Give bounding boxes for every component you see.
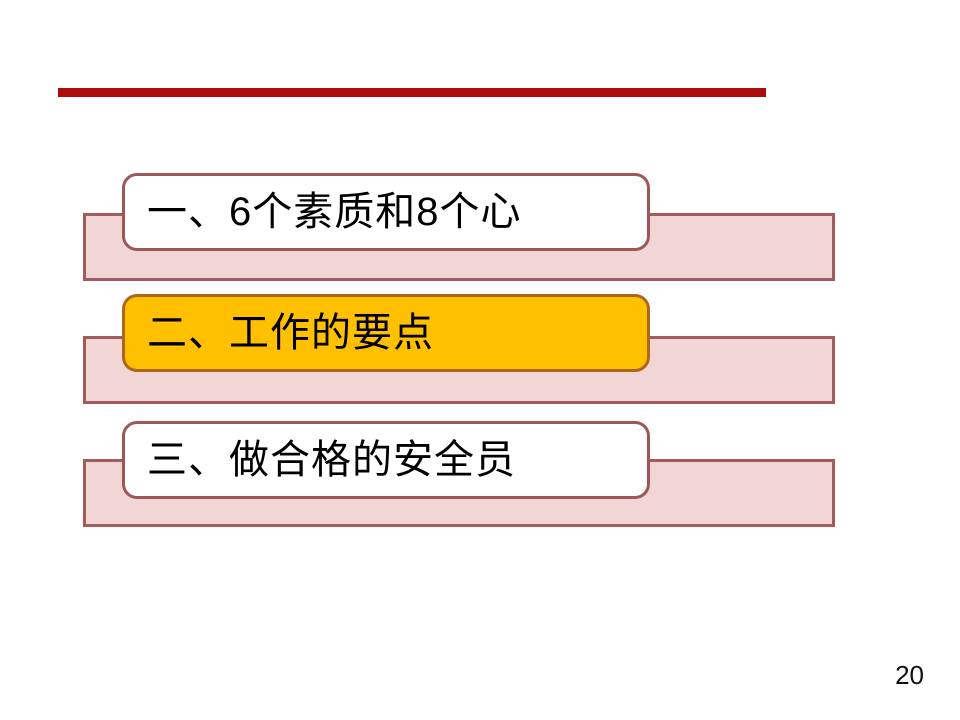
agenda-item-2-label: 二、工作的要点	[147, 311, 434, 355]
agenda-item-3-label: 三、做合格的安全员	[147, 438, 516, 482]
page-number: 20	[895, 660, 924, 690]
agenda-item-1-label: 一、6个素质和8个心	[147, 190, 522, 234]
title-accent-rule	[58, 88, 766, 97]
agenda-item-2-highlighted: 二、工作的要点	[122, 294, 650, 372]
agenda-item-3: 三、做合格的安全员	[122, 421, 650, 499]
agenda-item-1: 一、6个素质和8个心	[122, 173, 650, 251]
